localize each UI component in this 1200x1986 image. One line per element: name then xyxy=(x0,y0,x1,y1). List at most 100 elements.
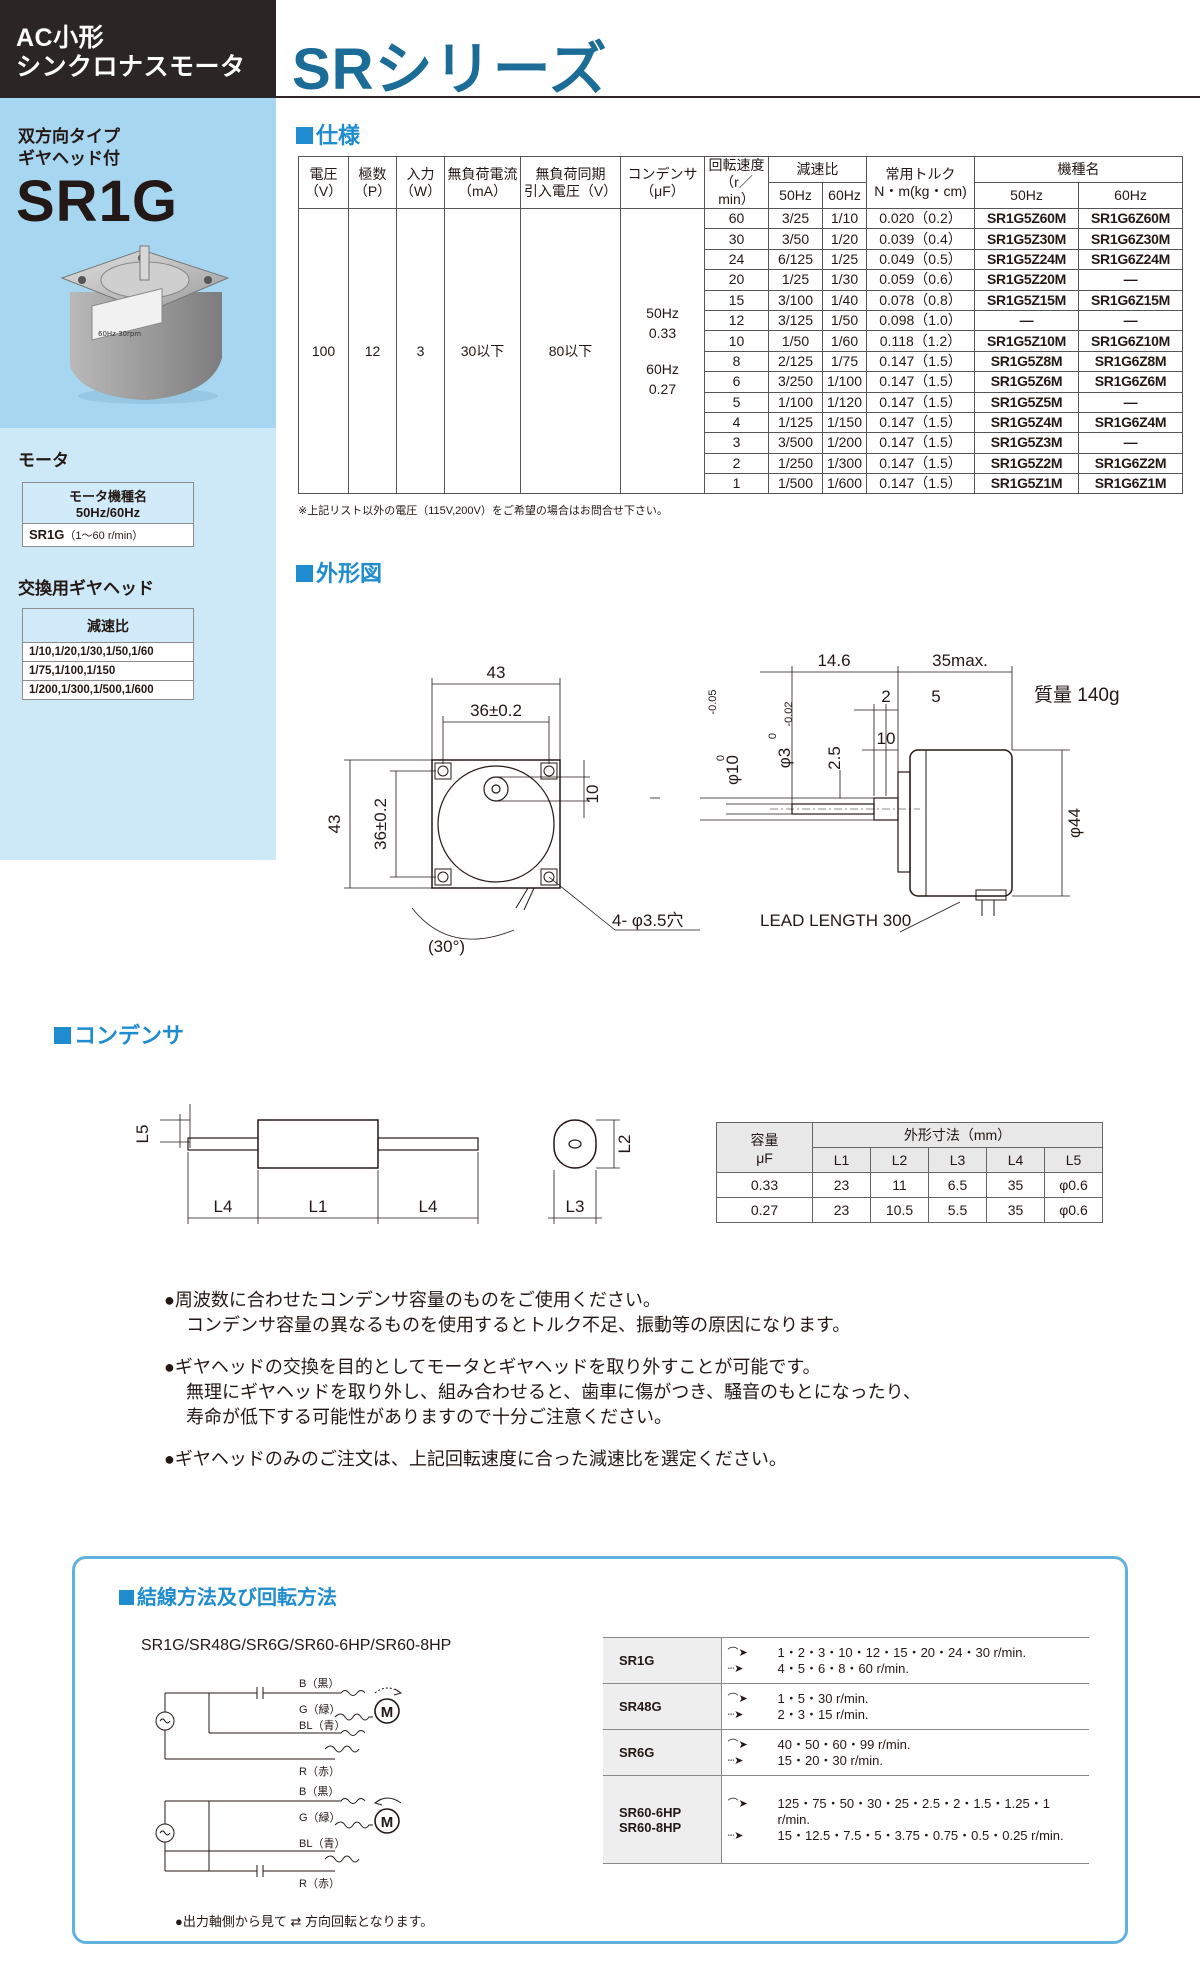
wire-label-b: B（黒） xyxy=(299,1677,339,1690)
model-50hz-cell: SR1G5Z5M xyxy=(974,391,1079,413)
model-60hz-cell: — xyxy=(1078,391,1183,413)
motor-symbol-2: M xyxy=(381,1814,394,1831)
torque-cell: 0.147（1.5） xyxy=(866,371,975,393)
wire-label-bl: BL（青） xyxy=(299,1719,345,1732)
torque-cell: 0.147（1.5） xyxy=(866,473,975,495)
model-50hz-cell: SR1G5Z3M xyxy=(974,432,1079,454)
gearhead-row: 1/75,1/100,1/150 xyxy=(22,661,194,681)
outline-drawing: 43 36±0.2 43 36±0.2 10 4- φ3.5穴 (30°) xyxy=(325,651,1084,956)
svg-text:60Hz 30rpm: 60Hz 30rpm xyxy=(98,330,141,338)
capacitor-heading: コンデンサ xyxy=(54,1018,184,1050)
speed-cell: 24 xyxy=(704,248,769,271)
model-50hz-cell: SR1G5Z15M xyxy=(974,289,1079,311)
ratio-60hz-cell: 1/30 xyxy=(822,269,867,291)
spec-heading: 仕様 xyxy=(296,118,360,150)
col-input: 入力（W） xyxy=(396,156,445,209)
speed-cell: 1 xyxy=(704,473,769,495)
ratio-60hz-cell: 1/40 xyxy=(822,289,867,311)
ratio-60hz-cell: 1/75 xyxy=(822,350,867,373)
ratio-50hz-cell: 1/125 xyxy=(768,411,823,434)
ratio-60hz-cell: 1/600 xyxy=(822,473,867,495)
speed-cell: 2 xyxy=(704,452,769,475)
motor-photo: 60Hz 30rpm xyxy=(60,245,230,404)
speed-cell: 6 xyxy=(704,371,769,393)
motor-model-cell: SR1G（1～60 r/min） xyxy=(22,523,194,547)
table-row: SR1G ⌒➤1・2・3・10・12・15・20・24・30 r/min. ┈➤… xyxy=(603,1637,1089,1684)
table-row: SR48G ⌒➤1・5・30 r/min. ┈➤2・3・15 r/min. xyxy=(603,1683,1089,1730)
ratio-60hz-cell: 1/100 xyxy=(822,371,867,393)
ratio-60hz-cell: 1/25 xyxy=(822,248,867,271)
col-no-load-current: 無負荷電流（mA） xyxy=(444,156,521,209)
model-50hz-cell: SR1G5Z6M xyxy=(974,371,1079,393)
heading-square-icon xyxy=(296,565,313,582)
col-model-60hz: 60Hz xyxy=(1078,182,1183,209)
gearhead-row: 1/10,1/20,1/30,1/50,1/60 xyxy=(22,642,194,662)
dim-l3: L3 xyxy=(566,1197,585,1216)
torque-cell: 0.078（0.8） xyxy=(866,289,975,311)
poles-cell: 12 xyxy=(348,207,397,495)
product-model: SR1G xyxy=(16,169,178,234)
cw-arrow-icon: ⌒➤ xyxy=(727,1646,748,1659)
cw-arrow-icon: ⌒➤ xyxy=(727,1738,748,1751)
torque-cell: 0.020（0.2） xyxy=(866,207,975,230)
gearhead-table-header: 減速比 xyxy=(22,608,194,643)
dim-dia-10-tol-upper: 0 xyxy=(715,755,727,761)
dim-5: 5 xyxy=(931,687,940,706)
ratio-50hz-cell: 3/125 xyxy=(768,309,823,332)
note-item: ●ギヤヘッドの交換を目的としてモータとギヤヘッドを取り外すことが可能です。 無理… xyxy=(164,1357,921,1427)
dim-height: 43 xyxy=(325,815,344,834)
rotation-model: SR6G xyxy=(603,1729,722,1776)
ratio-60hz-cell: 1/20 xyxy=(822,228,867,250)
category-label: AC小形 シンクロナスモータ xyxy=(0,0,276,98)
wire-label-g-2: G（緑） xyxy=(299,1810,341,1824)
col-pull-in-voltage: 無負荷同期引入電圧（V） xyxy=(520,156,621,209)
wire-label-bl-2: BL（青） xyxy=(299,1837,345,1850)
speed-cell: 4 xyxy=(704,411,769,434)
ratio-60hz-cell: 1/120 xyxy=(822,391,867,413)
model-60hz-cell: — xyxy=(1078,269,1183,291)
ratio-50hz-cell: 3/50 xyxy=(768,228,823,250)
model-50hz-cell: SR1G5Z24M xyxy=(974,248,1079,271)
input-cell: 3 xyxy=(396,207,445,495)
ccw-arrow-icon: ┈➤ xyxy=(727,1754,744,1767)
col-ratio-50hz: 50Hz xyxy=(768,182,823,209)
wiring-panel: 結線方法及び回転方法 SR1G/SR48G/SR6G/SR60-6HP/SR60… xyxy=(72,1556,1128,1944)
wiring-diagram: B（黒） G（緑） BL（青） R（赤） M B（黒） G（緑） BL（青） R… xyxy=(155,1677,403,1890)
cw-arrow-icon: ⌒➤ xyxy=(727,1797,748,1810)
cap-col-l2: L2 xyxy=(870,1147,929,1173)
ccw-arrow-icon: ┈➤ xyxy=(727,1708,744,1721)
torque-cell: 0.098（1.0） xyxy=(866,309,975,332)
gearhead-table: 減速比 1/10,1/20,1/30,1/50,1/60 1/75,1/100,… xyxy=(22,608,194,700)
ratio-60hz-cell: 1/200 xyxy=(822,432,867,454)
pull-in-voltage-cell: 80以下 xyxy=(520,207,621,495)
ratio-50hz-cell: 3/250 xyxy=(768,371,823,393)
note-item: ●ギヤヘッドのみのご注文は、上記回転速度に合った減速比を選定ください。 xyxy=(164,1449,787,1469)
category-line-2: シンクロナスモータ xyxy=(16,53,246,81)
wire-label-r-2: R（赤） xyxy=(299,1877,340,1890)
gearhead-heading: 交換用ギヤヘッド xyxy=(18,579,154,598)
wiring-models: SR1G/SR48G/SR6G/SR60-6HP/SR60-8HP xyxy=(141,1637,452,1654)
torque-cell: 0.059（0.6） xyxy=(866,269,975,291)
outline-heading: 外形図 xyxy=(296,556,382,588)
model-60hz-cell: SR1G6Z8M xyxy=(1078,350,1183,373)
model-60hz-cell: SR1G6Z4M xyxy=(1078,411,1183,434)
ratio-60hz-cell: 1/10 xyxy=(822,207,867,230)
dim-angle: (30°) xyxy=(428,937,465,956)
dim-boss: 10 xyxy=(583,785,602,804)
dim-dia-10: φ10 xyxy=(723,755,742,785)
cap-col-l5: L5 xyxy=(1044,1147,1103,1173)
ratio-60hz-cell: 1/60 xyxy=(822,330,867,352)
motor-table-header: モータ機種名 50Hz/60Hz xyxy=(22,482,194,524)
col-ratio: 減速比 xyxy=(768,156,867,183)
ratio-50hz-cell: 6/125 xyxy=(768,248,823,271)
dim-dia-3-tol-upper: 0 xyxy=(767,733,779,739)
speed-cell: 12 xyxy=(704,309,769,332)
